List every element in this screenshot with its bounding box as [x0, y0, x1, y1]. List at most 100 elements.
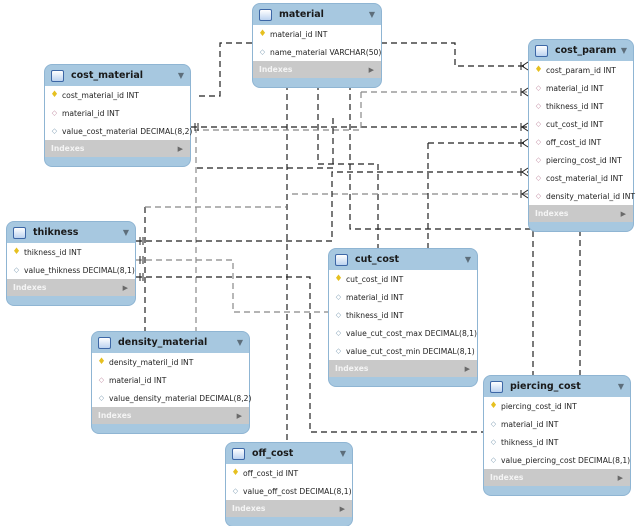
indexes-section[interactable]: Indexes▶ — [484, 469, 630, 486]
collapse-arrow-icon[interactable]: ▼ — [464, 255, 471, 264]
column-row[interactable]: ◇piercing_cost_id INT — [529, 151, 633, 169]
column-row[interactable]: ♦density_materil_id INT — [92, 353, 249, 371]
column-row[interactable]: ◇material_id INT — [484, 415, 630, 433]
relationship-line[interactable] — [136, 259, 328, 313]
indexes-section[interactable]: Indexes▶ — [226, 500, 352, 517]
column-name: cut_cost_id INT — [346, 274, 404, 284]
column-row[interactable]: ◇thikness_id INT — [529, 97, 633, 115]
indexes-section[interactable]: Indexes▶ — [529, 205, 633, 222]
column-name: material_id INT — [270, 29, 328, 39]
column-row[interactable]: ♦thikness_id INT — [7, 243, 135, 261]
one-marker — [194, 123, 199, 131]
column-row[interactable]: ◇off_cost_id INT — [529, 133, 633, 151]
column-row[interactable]: ♦cut_cost_id INT — [329, 270, 477, 288]
primary-key-icon: ♦ — [97, 357, 106, 367]
column-row[interactable]: ◇thikness_id INT — [329, 306, 477, 324]
table-density-material[interactable]: density_material ▼ ♦density_materil_id I… — [92, 332, 252, 433]
table-thikness[interactable]: thikness ▼ ♦thikness_id INT ◇value_thikn… — [7, 222, 135, 305]
relationship-line[interactable] — [349, 84, 534, 375]
attribute-diamond-icon: ◇ — [335, 293, 342, 301]
expand-arrow-icon[interactable]: ▶ — [464, 364, 470, 373]
column-row[interactable]: ◇cut_cost_id INT — [529, 115, 633, 133]
column-row[interactable]: ♦off_cost_id INT — [226, 464, 352, 482]
column-row[interactable]: ◇name_material VARCHAR(50) — [253, 43, 382, 61]
relationship-line[interactable] — [196, 118, 334, 169]
column-row[interactable]: ♦cost_param_id INT — [529, 61, 633, 79]
expand-arrow-icon[interactable]: ▶ — [122, 283, 128, 292]
indexes-section[interactable]: Indexes ▶ — [45, 140, 190, 157]
relationship-line[interactable] — [317, 84, 379, 248]
indexes-section[interactable]: Indexes▶ — [7, 279, 135, 296]
expand-arrow-icon[interactable]: ▶ — [339, 504, 345, 513]
expand-arrow-icon[interactable]: ▶ — [177, 144, 183, 153]
table-piercing-cost[interactable]: piercing_cost ▼ ♦piercing_cost_id INT ◇m… — [484, 376, 630, 495]
attribute-diamond-icon: ◇ — [335, 329, 342, 337]
column-row[interactable]: ♦material_id INT — [253, 25, 381, 43]
foreign-key-diamond-icon: ◇ — [535, 156, 542, 164]
expand-arrow-icon[interactable]: ▶ — [620, 209, 626, 218]
column-name: thikness_id INT — [546, 101, 604, 111]
column-row[interactable]: ♦cost_material_id INT — [45, 86, 190, 104]
expand-arrow-icon[interactable]: ▶ — [368, 65, 374, 74]
column-row[interactable]: ◇value_off_cost DECIMAL(8,1) — [226, 482, 352, 500]
relationship-line[interactable] — [381, 42, 528, 67]
table-header[interactable]: cut_cost ▼ — [329, 249, 477, 270]
column-row[interactable]: ◇value_cut_cost_max DECIMAL(8,1) — [329, 324, 477, 342]
column-row[interactable]: ♦piercing_cost_id INT — [484, 397, 630, 415]
table-header[interactable]: thikness ▼ — [7, 222, 135, 243]
column-row[interactable]: ◇value_density_material DECIMAL(8,2) — [92, 389, 252, 407]
table-header[interactable]: material ▼ — [253, 4, 381, 25]
collapse-arrow-icon[interactable]: ▼ — [236, 338, 243, 347]
collapse-arrow-icon[interactable]: ▼ — [617, 382, 624, 391]
table-header[interactable]: cost_material ▼ — [45, 65, 190, 86]
expand-arrow-icon[interactable]: ▶ — [617, 473, 623, 482]
column-row[interactable]: ◇density_material_id INT — [529, 187, 635, 205]
column-name: thikness_id INT — [24, 247, 82, 257]
column-row[interactable]: ◇material_id INT — [92, 371, 249, 389]
column-row[interactable]: ◇value_cost_material DECIMAL(8,2) — [45, 122, 193, 140]
table-header[interactable]: cost_param ▼ — [529, 40, 633, 61]
relationship-line[interactable] — [136, 171, 528, 242]
column-row[interactable]: ◇cost_material_id INT — [529, 169, 633, 187]
column-name: piercing_cost_id INT — [501, 401, 577, 411]
relationship-line[interactable] — [195, 91, 528, 331]
column-row[interactable]: ◇value_thikness DECIMAL(8,1) — [7, 261, 135, 279]
indexes-label: Indexes — [51, 144, 85, 153]
column-row[interactable]: ◇material_id INT — [45, 104, 190, 122]
collapse-arrow-icon[interactable]: ▼ — [368, 10, 375, 19]
table-icon — [335, 253, 348, 266]
relationship-line[interactable] — [427, 142, 528, 248]
expand-arrow-icon[interactable]: ▶ — [236, 411, 242, 420]
column-row[interactable]: ◇value_cut_cost_min DECIMAL(8,1) — [329, 342, 477, 360]
one-marker — [139, 237, 144, 245]
primary-key-icon: ♦ — [50, 90, 59, 100]
relationship-line[interactable] — [136, 276, 483, 433]
collapse-arrow-icon[interactable]: ▼ — [122, 228, 129, 237]
table-material[interactable]: material ▼ ♦material_id INT ◇name_materi… — [253, 4, 381, 87]
table-title: material — [279, 9, 324, 20]
indexes-section[interactable]: Indexes ▶ — [253, 61, 381, 78]
column-row[interactable]: ◇material_id INT — [529, 79, 633, 97]
crows-foot-marker — [520, 87, 529, 97]
column-row[interactable]: ◇value_piercing_cost DECIMAL(8,1) — [484, 451, 630, 469]
table-header[interactable]: density_material ▼ — [92, 332, 249, 353]
relationship-line[interactable] — [195, 42, 252, 97]
indexes-section[interactable]: Indexes▶ — [329, 360, 477, 377]
table-cost-param[interactable]: cost_param ▼ ♦cost_param_id INT ◇materia… — [529, 40, 635, 231]
column-row[interactable]: ◇material_id INT — [329, 288, 477, 306]
column-name: cost_param_id INT — [546, 65, 616, 75]
column-name: material_id INT — [62, 108, 120, 118]
table-cut-cost[interactable]: cut_cost ▼ ♦cut_cost_id INT ◇material_id… — [329, 249, 477, 386]
table-header[interactable]: off_cost ▼ — [226, 443, 352, 464]
indexes-label: Indexes — [259, 65, 293, 74]
collapse-arrow-icon[interactable]: ▼ — [339, 449, 346, 458]
table-header[interactable]: piercing_cost ▼ — [484, 376, 630, 397]
indexes-section[interactable]: Indexes▶ — [92, 407, 249, 424]
collapse-arrow-icon[interactable]: ▼ — [177, 71, 184, 80]
collapse-arrow-icon[interactable]: ▼ — [620, 46, 627, 55]
primary-key-icon: ♦ — [334, 274, 343, 284]
column-row[interactable]: ◇thikness_id INT — [484, 433, 630, 451]
table-cost-material[interactable]: cost_material ▼ ♦cost_material_id INT ◇m… — [45, 65, 193, 166]
table-off-cost[interactable]: off_cost ▼ ♦off_cost_id INT ◇value_off_c… — [226, 443, 352, 526]
